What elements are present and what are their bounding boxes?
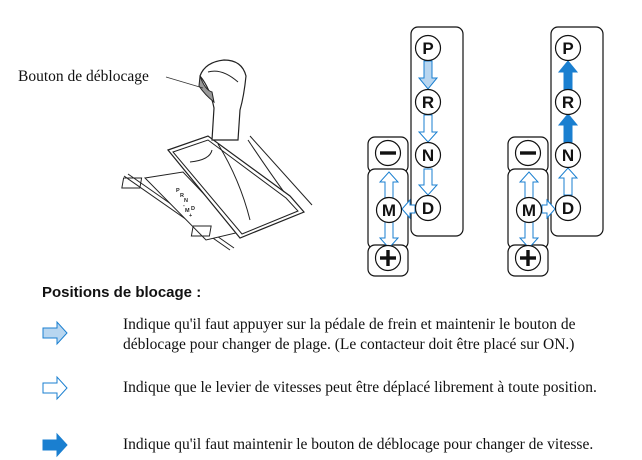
plate-label-n: N <box>184 198 188 204</box>
gate-label-m: M <box>382 201 396 220</box>
solid-arrow-icon <box>42 432 68 458</box>
plate-label-r: R <box>180 193 184 199</box>
gate-position-r <box>414 88 442 116</box>
hollow-arrow-icon <box>42 375 68 401</box>
legend-item-1-line-2: déblocage pour changer de plage. (Le con… <box>123 336 575 353</box>
arrow-p-to-r <box>417 60 439 90</box>
gate-position-m <box>375 196 403 224</box>
light-filled-arrow-icon <box>42 320 68 346</box>
plus-icon-vertical <box>526 250 530 266</box>
arrow-m-to-d <box>541 198 556 220</box>
arrow-n-to-d <box>417 168 439 196</box>
plate-label-d: D <box>191 206 195 212</box>
legend-item-1-line-1: Indique qu'il faut appuyer sur la pédale… <box>123 316 576 333</box>
shifter-plate-labels: P R N - M D + <box>176 188 195 219</box>
gate-position-r <box>554 88 582 116</box>
gate-label-n: N <box>562 146 574 165</box>
gate-position-d <box>414 194 442 222</box>
minus-icon <box>520 151 536 155</box>
callout-leader-line <box>165 76 204 89</box>
gear-shifter-illustration <box>121 59 313 251</box>
gate-label-n: N <box>422 146 434 165</box>
arrow-d-to-m <box>401 198 416 220</box>
gate-label-d: D <box>422 199 434 218</box>
gate-diagram-left: P R N D M <box>367 26 464 277</box>
arrow-n-to-r <box>557 113 579 143</box>
gate-label-p: P <box>562 39 573 58</box>
legend-heading: Positions de blocage : <box>42 284 202 301</box>
gate-label-r: R <box>422 93 434 112</box>
plus-icon-vertical <box>386 250 390 266</box>
legend-item-2-text: Indique que le levier de vitesses peut ê… <box>123 379 597 396</box>
gate-label-r: R <box>562 93 574 112</box>
gate-label-p: P <box>422 39 433 58</box>
arrow-r-to-p <box>557 60 579 90</box>
plate-label-minus: - <box>183 203 185 209</box>
minus-icon <box>380 151 396 155</box>
gate-position-d <box>554 194 582 222</box>
gate-diagram-right: P R N D M <box>507 26 604 277</box>
arrow-r-to-n <box>417 114 439 143</box>
gate-label-d: D <box>562 199 574 218</box>
gate-label-m: M <box>522 201 536 220</box>
gate-position-p <box>414 34 442 62</box>
plate-label-m: M <box>185 208 190 214</box>
gate-position-p <box>554 34 582 62</box>
gate-position-m <box>515 196 543 224</box>
plate-label-plus: + <box>189 213 192 219</box>
gate-position-n <box>554 141 582 169</box>
release-button-callout: Bouton de déblocage <box>18 68 149 85</box>
legend-item-3-text: Indique qu'il faut maintenir le bouton d… <box>123 436 594 453</box>
arrow-d-to-n <box>557 167 579 196</box>
gate-position-n <box>414 141 442 169</box>
plate-label-p: P <box>176 188 180 194</box>
